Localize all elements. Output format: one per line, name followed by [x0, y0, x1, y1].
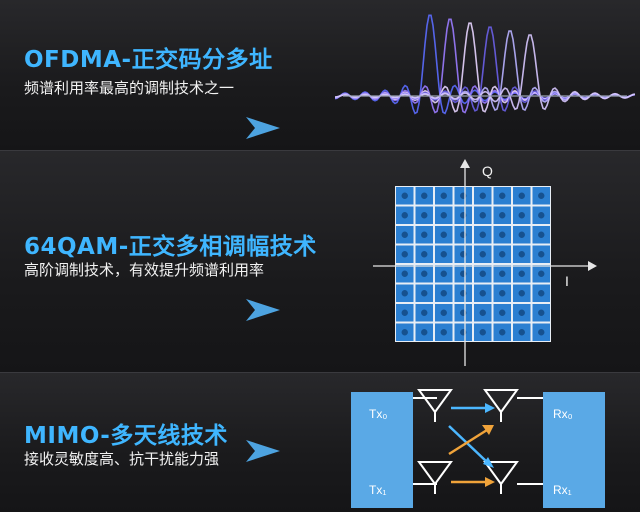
subcarrier-wave [335, 26, 635, 112]
antenna-icon [413, 461, 453, 494]
constellation-point [479, 270, 486, 277]
constellation-point [479, 329, 486, 336]
constellation-point [538, 270, 545, 277]
subcarrier-wave [335, 30, 635, 112]
qam-title: 64QAM-正交多相调幅技术 [24, 234, 317, 260]
constellation-point [538, 309, 545, 316]
i-axis-label: I [565, 273, 569, 289]
subcarrier-wave [335, 34, 635, 111]
play-arrow-icon [246, 299, 280, 321]
constellation-point [440, 212, 447, 219]
ofdm-subcarrier-waves-icon [335, 14, 635, 115]
constellation-point [401, 251, 408, 258]
play-arrow-icon [246, 117, 280, 139]
tx1-label: Tx₁ [369, 483, 386, 497]
constellation-point [538, 212, 545, 219]
constellation-point [499, 270, 506, 277]
constellation-point [401, 270, 408, 277]
constellation-point [401, 290, 408, 297]
constellation-point [518, 231, 525, 238]
constellation-point [440, 192, 447, 199]
mimo-subtitle: 接收灵敏度高、抗干扰能力强 [24, 450, 220, 468]
constellation-point [518, 192, 525, 199]
constellation-point [421, 270, 428, 277]
qam-constellation-diagram: Q I [373, 159, 597, 366]
ofdma-subtitle: 频谱利用率最高的调制技术之一 [24, 79, 235, 97]
section-mimo [0, 373, 640, 512]
constellation-point [538, 192, 545, 199]
constellation-point [421, 212, 428, 219]
constellation-point [401, 329, 408, 336]
constellation-point [518, 251, 525, 258]
constellation-point [479, 290, 486, 297]
constellation-point [421, 231, 428, 238]
constellation-point [538, 231, 545, 238]
antenna-icon [413, 389, 453, 422]
constellation-point [440, 290, 447, 297]
constellation-point [499, 251, 506, 258]
section-ofdma [0, 0, 640, 150]
constellation-point [421, 309, 428, 316]
constellation-point [440, 231, 447, 238]
section-divider [0, 150, 640, 151]
constellation-point [421, 329, 428, 336]
transmitter-box [351, 392, 413, 508]
constellation-point [499, 309, 506, 316]
rx0-label: Rx₀ [553, 407, 573, 421]
mimo-title: MIMO-多天线技术 [24, 423, 228, 449]
signal-arrow [448, 428, 488, 456]
constellation-point [440, 270, 447, 277]
constellation-point [479, 192, 486, 199]
constellation-point [479, 309, 486, 316]
constellation-point [401, 231, 408, 238]
constellation-point [499, 231, 506, 238]
constellation-point [518, 290, 525, 297]
subcarrier-wave [335, 14, 635, 115]
constellation-point [499, 290, 506, 297]
constellation-point [421, 192, 428, 199]
antenna-icon [483, 461, 543, 494]
subcarrier-wave [335, 18, 635, 114]
antenna-icon [483, 389, 543, 422]
constellation-point [499, 329, 506, 336]
constellation-point [440, 309, 447, 316]
constellation-point [421, 290, 428, 297]
constellation-point [538, 329, 545, 336]
constellation-point [518, 329, 525, 336]
q-axis-label: Q [482, 163, 493, 179]
constellation-point [421, 251, 428, 258]
qam-subtitle: 高阶调制技术，有效提升频谱利用率 [24, 261, 265, 279]
section-divider [0, 372, 640, 373]
constellation-point [479, 251, 486, 258]
play-arrow-icon [246, 440, 280, 462]
constellation-point [479, 212, 486, 219]
constellation-point [538, 251, 545, 258]
signal-arrow [448, 425, 488, 463]
constellation-point [499, 192, 506, 199]
mimo-diagram: Tx₀ Tx₁ Rx₀ Rx₁ [351, 389, 605, 508]
constellation-point [518, 309, 525, 316]
rx1-label: Rx₁ [553, 483, 572, 497]
tx0-label: Tx₀ [369, 407, 387, 421]
constellation-point [401, 192, 408, 199]
receiver-box [543, 392, 605, 508]
subcarrier-wave [335, 22, 635, 113]
constellation-point [440, 251, 447, 258]
constellation-point [401, 309, 408, 316]
constellation-point [479, 231, 486, 238]
constellation-point [538, 290, 545, 297]
constellation-point [518, 212, 525, 219]
ofdma-title: OFDMA-正交码分多址 [24, 47, 273, 73]
constellation-point [401, 212, 408, 219]
constellation-point [440, 329, 447, 336]
constellation-point [499, 212, 506, 219]
constellation-point [518, 270, 525, 277]
